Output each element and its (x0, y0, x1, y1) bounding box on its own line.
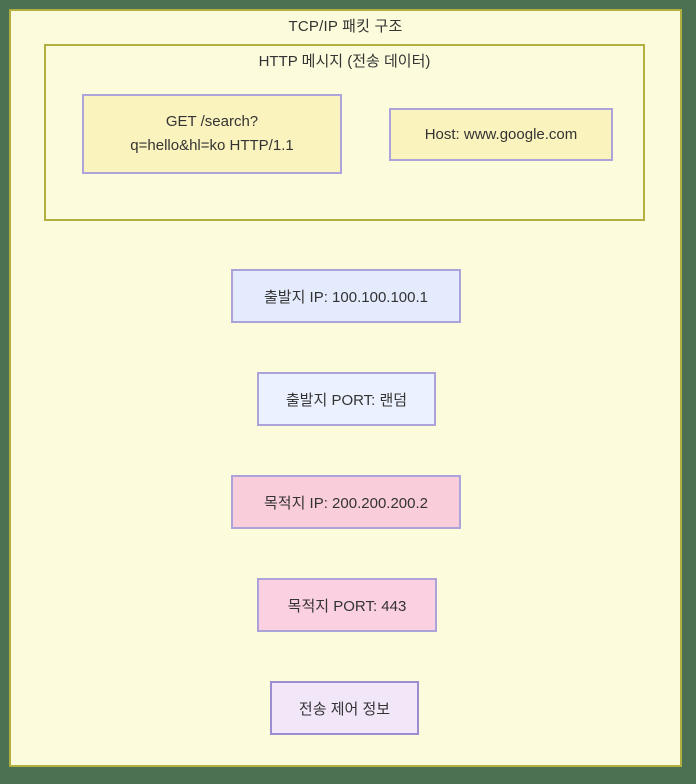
http-host-box: Host: www.google.com (389, 108, 613, 161)
http-request-line-2: q=hello&hl=ko HTTP/1.1 (130, 137, 294, 154)
source-port-label: 출발지 PORT: 랜덤 (285, 391, 408, 409)
http-message-group: HTTP 메시지 (전송 데이터) GET /search? q=hello&h… (44, 44, 645, 221)
source-ip-box: 출발지 IP: 100.100.100.1 (231, 269, 461, 323)
diagram-title: TCP/IP 패킷 구조 (288, 18, 403, 35)
dest-port-label: 목적지 PORT: 443 (287, 597, 407, 615)
source-port-box: 출발지 PORT: 랜덤 (257, 372, 436, 426)
http-host-label: Host: www.google.com (424, 126, 578, 143)
source-ip-label: 출발지 IP: 100.100.100.1 (263, 288, 428, 306)
http-request-box: GET /search? q=hello&hl=ko HTTP/1.1 (82, 94, 342, 174)
dest-ip-box: 목적지 IP: 200.200.200.2 (231, 475, 461, 529)
dest-port-box: 목적지 PORT: 443 (257, 578, 437, 632)
control-info-label: 전송 제어 정보 (298, 700, 391, 718)
control-info-box: 전송 제어 정보 (270, 681, 419, 735)
http-request-line-1: GET /search? (165, 113, 259, 130)
packet-frame: TCP/IP 패킷 구조 HTTP 메시지 (전송 데이터) GET /sear… (9, 9, 682, 767)
dest-ip-label: 목적지 IP: 200.200.200.2 (263, 494, 428, 512)
http-message-label: HTTP 메시지 (전송 데이터) (258, 53, 431, 70)
